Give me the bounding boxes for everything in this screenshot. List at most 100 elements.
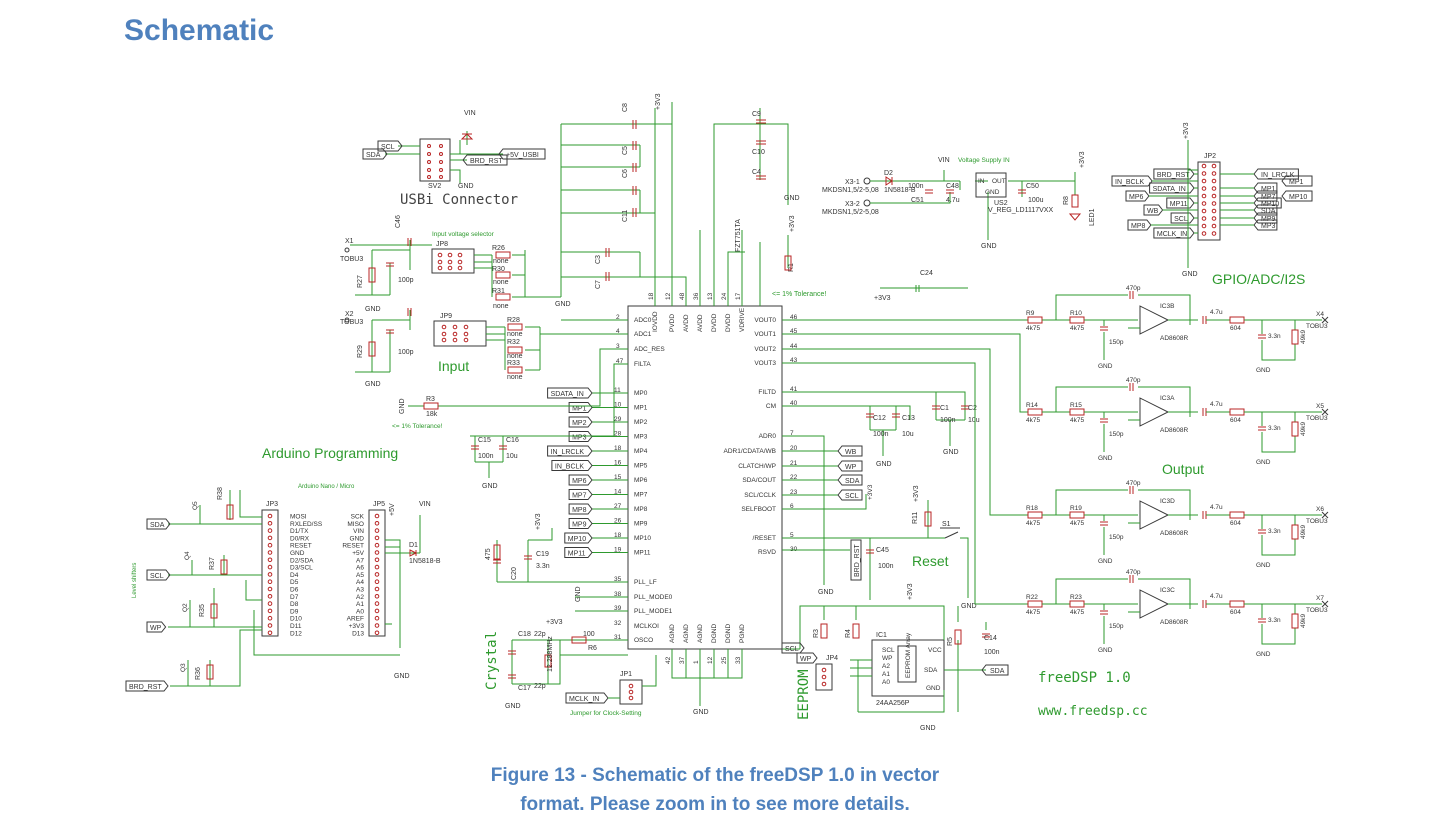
arduino-p5v: +5V xyxy=(389,503,396,516)
mp-flag-1: MP1 xyxy=(572,406,587,413)
out-r-b-1: R15 xyxy=(1070,402,1082,409)
jp5-pin-16: D13 xyxy=(352,630,364,637)
jp3-pin-13: D9 xyxy=(290,608,299,615)
c3-label: C3 xyxy=(595,255,602,264)
d2-label: D2 xyxy=(884,170,893,177)
gpio-left-1: IN_BCLK xyxy=(1115,179,1145,186)
dsp-pinno: 47 xyxy=(616,358,624,365)
dsp-pinno: 43 xyxy=(790,357,798,364)
nano-flag-0-box xyxy=(146,518,171,530)
dsp-pin-top-5: DVDD xyxy=(725,313,732,332)
dsp-pin-pll_lf: PLL_LF xyxy=(634,579,657,586)
dsp-pin-mp3: MP3 xyxy=(634,434,648,441)
r8-label: R8 xyxy=(1063,196,1070,205)
tolerance-note-2: <= 1% Tolerance! xyxy=(392,423,443,430)
gpio-left-3-box xyxy=(1125,190,1150,202)
dsp-pinno: 16 xyxy=(614,460,622,467)
mp-flag-2-box xyxy=(568,416,593,428)
out-cap-2: 4.7u xyxy=(1210,504,1223,511)
c14-label: C14 xyxy=(984,635,997,642)
out-r-b-0: R10 xyxy=(1070,310,1082,317)
gpio-right-6: MP3 xyxy=(1261,223,1276,230)
jp3-pin-16: D12 xyxy=(290,630,302,637)
out-shunt-cap-1: 150p xyxy=(1109,431,1124,438)
ground-bus: GND xyxy=(671,649,743,716)
arduino-section: Arduino Programming Arduino Nano / Micro… xyxy=(125,445,441,692)
dsp-pinno: 20 xyxy=(790,445,798,452)
gpio-left-8-box xyxy=(1153,227,1195,239)
jp3-pin-14: D10 xyxy=(290,616,302,623)
dsp-pinno: 10 xyxy=(614,402,622,409)
dsp-pinno: 12 xyxy=(665,292,672,300)
usbi-title: USBi Connector xyxy=(400,192,518,208)
gpio-right-mp1-box xyxy=(1281,175,1313,187)
scl-flag-ee: SCL xyxy=(785,646,799,653)
gpio-left-2-box xyxy=(1149,182,1195,194)
c13-value: 10u xyxy=(902,431,914,438)
mp-flag-7-box xyxy=(568,489,593,500)
gpio-left-5-box xyxy=(1143,204,1164,216)
opamp-ic3b xyxy=(1139,305,1170,335)
r28-label: R28 xyxy=(507,317,520,324)
dsp-pinno: 11 xyxy=(614,387,621,394)
dsp-pin-vout1: VOUT1 xyxy=(754,331,776,338)
gpio-right-2-box xyxy=(1253,190,1278,202)
dsp-pin-bottom-2: AGND xyxy=(697,624,704,643)
us2-label: US2 xyxy=(994,200,1008,207)
jp3-pin-1: RXLED/SS xyxy=(290,521,323,528)
out-r-b-3: R23 xyxy=(1070,594,1082,601)
p3v3-gpio: +3V3 xyxy=(1183,122,1190,139)
out-r-b-val-1: 4k75 xyxy=(1070,417,1084,424)
dsp-pin-mp2: MP2 xyxy=(634,419,648,426)
dsp-pinno: 40 xyxy=(790,400,798,407)
jp5-pin-3: GND xyxy=(350,535,365,542)
c11-label: C11 xyxy=(622,210,629,222)
out-gnd-1: GND xyxy=(1098,455,1113,462)
right-flag-1: WP xyxy=(845,464,857,471)
jp5-pin-5: +5V xyxy=(352,550,364,557)
output-title: Output xyxy=(1162,461,1204,477)
r33-label: R33 xyxy=(507,360,520,367)
r32-value: none xyxy=(507,353,523,360)
out-tobu3-3: TOBU3 xyxy=(1306,607,1328,614)
c19-label: C19 xyxy=(536,551,549,558)
right-flag-0: WB xyxy=(845,449,857,456)
gpio-right-0: IN_LRCLK xyxy=(1261,172,1295,179)
r35-label: R35 xyxy=(199,604,206,617)
gpio-left-0-box xyxy=(1153,168,1195,180)
r37-label: R37 xyxy=(209,557,216,570)
gpio-left-4: MP11 xyxy=(1170,201,1188,208)
r4-label: R4 xyxy=(845,629,852,638)
c8-label: C8 xyxy=(622,103,629,112)
dsp-pin-adr1-cdata-wb: ADR1/CDATA/WB xyxy=(724,448,777,455)
eeprom-chip-text: EEPROM Array xyxy=(905,632,912,678)
r31-label: R31 xyxy=(492,288,505,295)
jp5-pin-7: A6 xyxy=(356,565,364,572)
gnd-vreg: GND xyxy=(981,243,997,250)
gnd-label-c4: GND xyxy=(784,195,800,202)
gnd-label-dsp: GND xyxy=(555,301,571,308)
jp3-pin-4: RESET xyxy=(290,543,312,550)
dsp-pin-adr0: ADR0 xyxy=(759,433,777,440)
jp5-pins: SCKMISOVINGNDRESET+5VA7A6A5A4A3A2A1A0ARE… xyxy=(342,514,380,637)
dsp-pin-mclkoi: MCLKOI xyxy=(634,623,659,630)
dsp-pin-bottom-5: PGND xyxy=(739,624,746,643)
out-r-a-val-0: 4k75 xyxy=(1026,325,1040,332)
out-r-a-1: R14 xyxy=(1026,402,1038,409)
tolerance-note-1: <= 1% Tolerance! xyxy=(772,291,826,298)
gpio-left-8: MCLK_IN xyxy=(1157,231,1187,238)
freedsp-url: www.freedsp.cc xyxy=(1038,704,1148,719)
sda-flag-ee: SDA xyxy=(990,668,1005,675)
opamp-label-2: IC3D xyxy=(1160,498,1175,505)
mclk-in-flag: MCLK_IN xyxy=(569,696,599,703)
r3-value: 18k xyxy=(426,411,438,418)
out-r-b-val-0: 4k75 xyxy=(1070,325,1084,332)
c16-label: C16 xyxy=(506,437,519,444)
gpio-right-3-box xyxy=(1253,197,1282,209)
nano-flag-2-box xyxy=(146,621,167,633)
jp3-pin-0: MOSI xyxy=(290,514,307,521)
out-fb-cap-3: 470p xyxy=(1126,569,1141,576)
dsp-pinno: 7 xyxy=(790,430,794,437)
c48-value: 4.7u xyxy=(946,197,960,204)
